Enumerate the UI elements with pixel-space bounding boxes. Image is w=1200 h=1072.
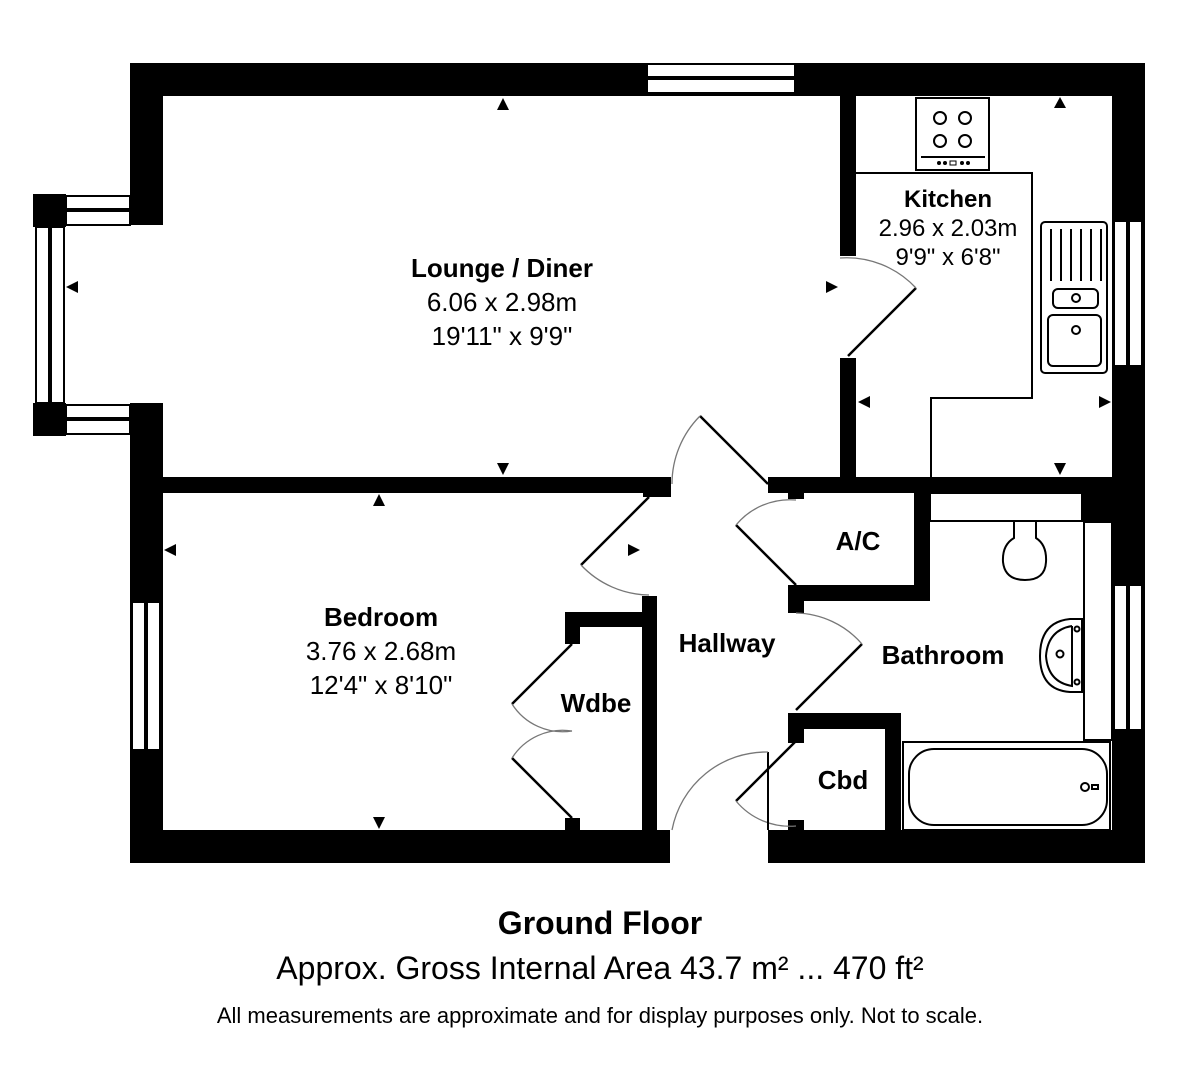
room-dimensions-metric: 3.76 x 2.68m <box>305 635 457 666</box>
window-top-lounge <box>646 63 796 94</box>
disclaimer: All measurements are approximate and for… <box>216 1003 984 1028</box>
door-front <box>671 751 769 831</box>
window-kitchen-right <box>1113 220 1143 367</box>
arrow-down-icon <box>1054 463 1066 475</box>
room-label-wardrobe: Wdbe <box>561 687 632 721</box>
doors <box>511 257 917 831</box>
room-label-hallway: Hallway <box>679 627 776 661</box>
arrow-left-icon <box>66 281 78 293</box>
room-label-lounge: Lounge / Diner 6.06 x 2.98m 19'11" x 9'9… <box>411 252 593 353</box>
arrow-up-icon <box>373 494 385 506</box>
window-bathroom-right <box>1113 584 1143 731</box>
arrow-down-icon <box>373 817 385 829</box>
room-label-cupboard: Cbd <box>818 764 869 798</box>
door-airing-cupboard <box>735 499 797 586</box>
room-label-kitchen: Kitchen 2.96 x 2.03m 9'9" x 6'8" <box>879 186 1018 272</box>
room-dimensions-imperial: 9'9" x 6'8" <box>895 243 1001 271</box>
hob-icon <box>915 97 990 171</box>
basin-icon <box>1038 618 1083 693</box>
kitchen-worktop <box>856 172 1033 477</box>
bath-icon <box>902 741 1111 831</box>
door-bathroom <box>795 612 863 711</box>
measurement-arrows <box>66 97 1111 829</box>
door-cupboard <box>735 740 797 827</box>
room-name: A/C <box>835 526 881 556</box>
room-name: Lounge / Diner <box>411 253 593 283</box>
door-bedroom <box>580 496 650 596</box>
sink-icon <box>1040 221 1108 374</box>
arrow-up-icon <box>1054 97 1066 108</box>
door-wardrobe <box>511 643 573 819</box>
arrow-down-icon <box>497 463 509 475</box>
arrow-left-icon <box>164 544 176 556</box>
room-name: Kitchen <box>903 186 992 213</box>
room-name: Bedroom <box>323 602 439 632</box>
room-name: Hallway <box>678 628 776 658</box>
toilet-icon <box>1001 522 1048 582</box>
arrow-right-icon <box>826 281 838 293</box>
windows <box>35 63 1143 751</box>
room-label-airing-cupboard: A/C <box>836 525 881 559</box>
door-kitchen <box>839 257 917 357</box>
arrow-left-icon <box>858 396 870 408</box>
room-dimensions-imperial: 12'4" x 8'10" <box>309 669 453 700</box>
gross-internal-area: Approx. Gross Internal Area 43.7 m² ... … <box>276 950 924 986</box>
room-name: Bathroom <box>881 640 1005 670</box>
room-name: Wdbe <box>560 688 632 718</box>
room-dimensions-metric: 2.96 x 2.03m <box>878 214 1018 242</box>
arrow-right-icon <box>628 544 640 556</box>
bathroom-fixtures <box>902 492 1113 831</box>
room-label-bedroom: Bedroom 3.76 x 2.68m 12'4" x 8'10" <box>306 601 456 702</box>
floor-title: Ground Floor <box>497 905 703 941</box>
room-name: Cbd <box>817 765 869 795</box>
arrow-up-icon <box>497 98 509 110</box>
window-bay-left <box>35 195 131 435</box>
room-label-bathroom: Bathroom <box>882 639 1005 673</box>
door-lounge <box>671 415 769 485</box>
floor-plan <box>33 63 1145 863</box>
room-dimensions-imperial: 19'11" x 9'9" <box>431 320 573 351</box>
arrow-right-icon <box>1099 396 1111 408</box>
window-bedroom-left <box>131 601 161 751</box>
room-dimensions-metric: 6.06 x 2.98m <box>426 286 578 317</box>
